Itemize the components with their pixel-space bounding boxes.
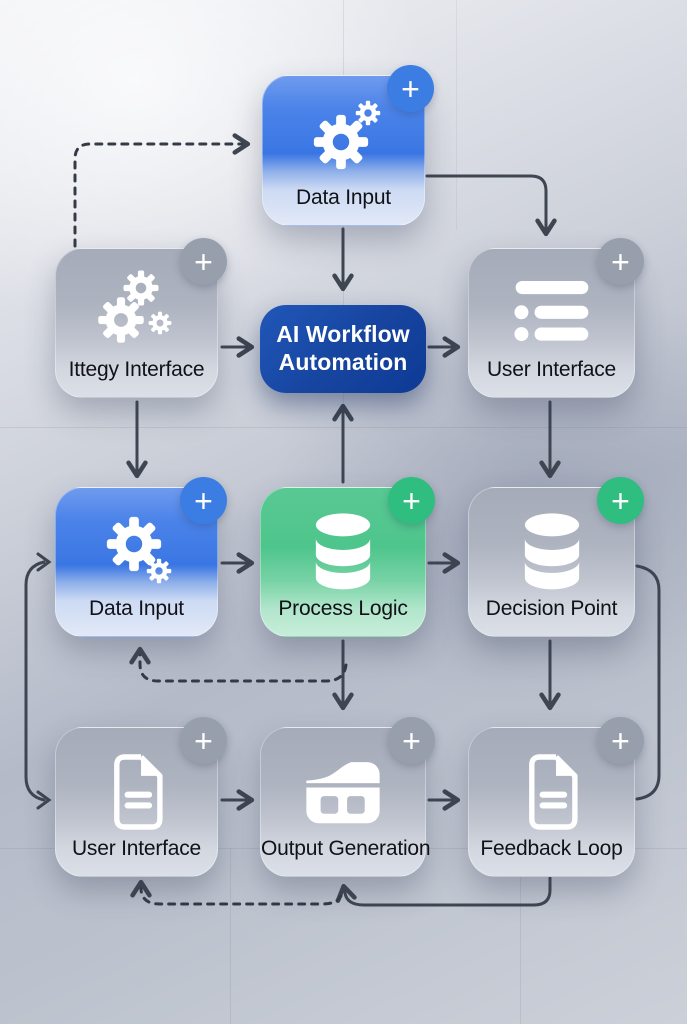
plus-badge[interactable]: + bbox=[180, 477, 227, 524]
node-ittegy-interface[interactable]: Ittegy Interface + bbox=[55, 238, 227, 398]
plus-badge[interactable]: + bbox=[597, 477, 644, 524]
background-seam bbox=[230, 848, 231, 1024]
plus-badge[interactable]: + bbox=[388, 477, 435, 524]
node-label: Process Logic bbox=[278, 597, 408, 620]
node-label: Data Input bbox=[89, 597, 184, 620]
edge-datainput-userinterface-leftloop bbox=[24, 560, 46, 802]
plus-badge[interactable]: + bbox=[180, 238, 227, 285]
node-output-generation[interactable]: Output Generation + bbox=[260, 717, 435, 877]
edge-feedbackloop-to-outputgeneration-loop bbox=[335, 876, 552, 907]
node-data-input-top[interactable]: Data Input + bbox=[262, 65, 434, 226]
node-label: Decision Point bbox=[485, 597, 618, 620]
node-feedback-loop[interactable]: Feedback Loop + bbox=[468, 717, 644, 877]
node-data-input-mid[interactable]: Data Input + bbox=[55, 477, 227, 637]
edge-ittegy-to-datainput-top-dashed bbox=[73, 133, 251, 248]
node-process-logic[interactable]: Process Logic + bbox=[260, 477, 435, 637]
node-label: User Interface bbox=[486, 358, 617, 381]
node-label: User Interface bbox=[71, 837, 202, 860]
node-ai-workflow-automation[interactable]: AI Workflow Automation bbox=[260, 305, 426, 393]
node-decision-point[interactable]: Decision Point + bbox=[468, 477, 644, 637]
plus-badge[interactable]: + bbox=[597, 238, 644, 285]
edge-datainput-to-userinterface bbox=[425, 174, 557, 237]
edge-decisionpoint-to-feedbackloop-sideloop bbox=[635, 564, 661, 801]
node-user-interface-top[interactable]: User Interface + bbox=[468, 238, 644, 398]
node-user-interface-bottom[interactable]: User Interface + bbox=[55, 717, 227, 877]
arrowhead-leftloop-bottom bbox=[36, 790, 52, 810]
edge-processlogic-to-datainput-dashed bbox=[129, 646, 348, 683]
plus-badge[interactable]: + bbox=[388, 717, 435, 764]
node-label: Ittegy Interface bbox=[68, 358, 205, 381]
node-label: Output Generation bbox=[261, 837, 431, 860]
background-seam bbox=[0, 427, 687, 428]
plus-badge[interactable]: + bbox=[180, 717, 227, 764]
node-label: Data Input bbox=[296, 186, 391, 209]
plus-badge[interactable]: + bbox=[597, 717, 644, 764]
background-seam bbox=[456, 0, 457, 230]
arrowhead-leftloop-top bbox=[36, 552, 52, 572]
center-title: AI Workflow Automation bbox=[276, 321, 410, 375]
plus-badge[interactable]: + bbox=[387, 65, 434, 112]
edge-outputgeneration-to-userinterface-dashed bbox=[130, 879, 343, 906]
node-label: Feedback Loop bbox=[480, 837, 623, 860]
